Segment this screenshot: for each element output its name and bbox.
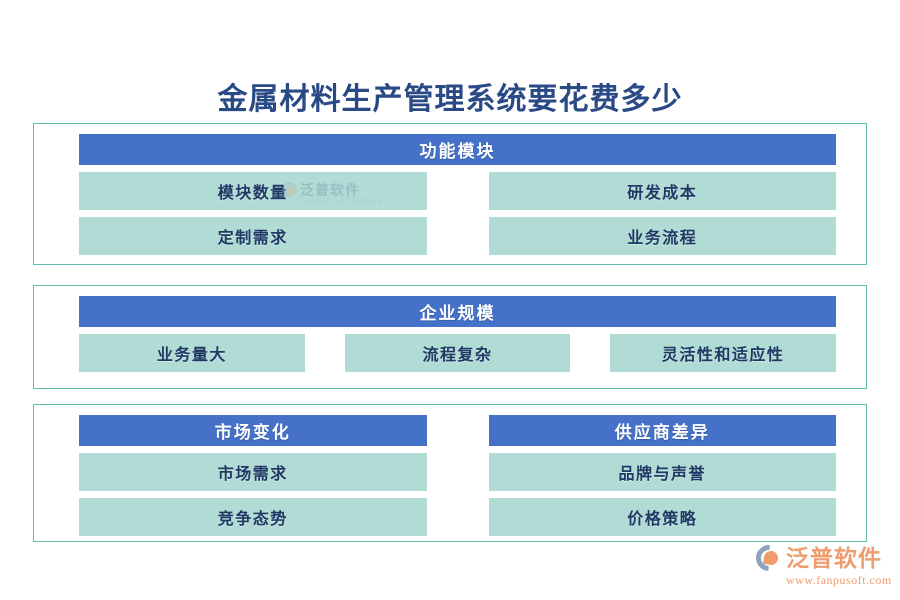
item-flexibility[interactable]: 灵活性和适应性 (610, 334, 836, 372)
section-content: 企业规模 业务量大 流程复杂 灵活性和适应性 (79, 296, 836, 378)
item-complex-process[interactable]: 流程复杂 (344, 334, 571, 372)
item-custom-demand[interactable]: 定制需求 (79, 217, 427, 255)
section-columns: 市场变化 市场需求 竞争态势 供应商差异 品牌与声誉 价格策略 (79, 415, 836, 536)
section-header-market-change[interactable]: 市场变化 (79, 415, 427, 446)
item-large-business-volume[interactable]: 业务量大 (79, 334, 305, 372)
section-content: 市场变化 市场需求 竞争态势 供应商差异 品牌与声誉 价格策略 (79, 415, 836, 536)
section-row: 业务量大 流程复杂 灵活性和适应性 (79, 334, 836, 372)
item-module-count[interactable]: 模块数量 (79, 172, 427, 210)
column-market-change: 市场变化 市场需求 竞争态势 (79, 415, 427, 536)
brand-logo[interactable]: 泛普软件 www.fanpusoft.com (750, 539, 892, 587)
item-market-demand[interactable]: 市场需求 (79, 453, 427, 491)
item-competitive-landscape[interactable]: 竞争态势 (79, 498, 427, 536)
section-panel-enterprise-scale: 企业规模 业务量大 流程复杂 灵活性和适应性 (33, 285, 867, 389)
item-rnd-cost[interactable]: 研发成本 (488, 172, 836, 210)
column-supplier-difference: 供应商差异 品牌与声誉 价格策略 (488, 415, 836, 536)
section-header-function-modules[interactable]: 功能模块 (79, 134, 836, 165)
fanpu-logo-icon (750, 539, 788, 577)
item-pricing-strategy[interactable]: 价格策略 (488, 498, 836, 536)
section-panel-function-modules: 功能模块 模块数量 研发成本 定制需求 业务流程 (33, 123, 867, 265)
section-header-enterprise-scale[interactable]: 企业规模 (79, 296, 836, 327)
section-content: 功能模块 模块数量 研发成本 定制需求 业务流程 (79, 134, 836, 255)
section-panel-market-and-supplier: 市场变化 市场需求 竞争态势 供应商差异 品牌与声誉 价格策略 (33, 404, 867, 542)
item-business-flow[interactable]: 业务流程 (488, 217, 836, 255)
item-brand-reputation[interactable]: 品牌与声誉 (488, 453, 836, 491)
section-grid: 模块数量 研发成本 定制需求 业务流程 (79, 172, 836, 255)
brand-url: www.fanpusoft.com (786, 573, 892, 587)
page-title: 金属材料生产管理系统要花费多少 (217, 83, 683, 116)
brand-name: 泛普软件 (786, 544, 882, 571)
section-header-supplier-difference[interactable]: 供应商差异 (488, 415, 836, 446)
